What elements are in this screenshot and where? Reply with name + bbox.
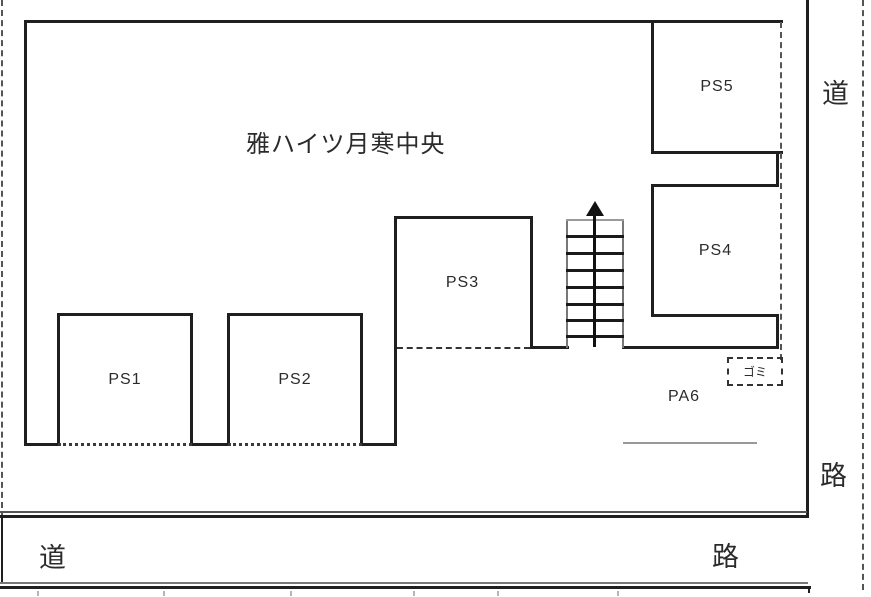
site-boundary-top bbox=[24, 20, 783, 23]
building-title: 雅ハイツ月寒中央 bbox=[246, 131, 446, 158]
ps3-top-wall bbox=[394, 216, 533, 219]
ps5-bottom-wall bbox=[651, 151, 783, 154]
ps4-bottom-wall bbox=[651, 314, 779, 317]
road-label-bottom-right: 路 bbox=[712, 542, 739, 572]
ps4-label: PS4 bbox=[698, 241, 733, 259]
ps3-right-wall bbox=[530, 216, 533, 349]
road-label-bottom-left: 道 bbox=[39, 543, 66, 573]
ps5-left-wall bbox=[651, 20, 654, 154]
site-boundary-left bbox=[24, 20, 27, 446]
ps4-left-wall bbox=[651, 184, 654, 317]
stair-rail-left bbox=[566, 219, 568, 348]
scan-tick bbox=[37, 591, 39, 596]
stair-rail-right bbox=[622, 219, 624, 348]
site-bottom-thick-line bbox=[0, 515, 809, 518]
notch-right-wall bbox=[776, 151, 779, 187]
road-bottom-thin-line bbox=[0, 582, 808, 584]
scan-tick bbox=[290, 591, 292, 596]
ps2-label: PS2 bbox=[278, 371, 312, 388]
stair-arrow-head-icon bbox=[586, 201, 604, 216]
road-label-right-bottom: 路 bbox=[820, 461, 847, 491]
ps1-label: PS1 bbox=[108, 371, 142, 388]
site-bottom-thin-line bbox=[0, 511, 807, 513]
stair-arrow-shaft bbox=[593, 214, 596, 347]
ps2-stall: PS2 bbox=[227, 313, 363, 444]
pa6-label: PA6 bbox=[668, 388, 701, 405]
ps3-label: PS3 bbox=[445, 273, 480, 291]
ps5-label: PS5 bbox=[700, 77, 734, 95]
garbage-label: ゴミ bbox=[742, 365, 767, 379]
scan-tick bbox=[413, 591, 415, 596]
south-boundary-dotted-2 bbox=[228, 443, 362, 446]
ps3-bottom-dashed bbox=[397, 347, 530, 349]
ps4-top-wall bbox=[651, 184, 779, 187]
scan-tick bbox=[163, 591, 165, 596]
south-boundary-solid-2 bbox=[192, 443, 228, 446]
road-right-edge bbox=[806, 0, 809, 518]
east-dashed-boundary bbox=[780, 22, 782, 360]
pa6-stall-line bbox=[623, 442, 757, 444]
walkway-line-west bbox=[531, 346, 569, 349]
south-boundary-dotted-1 bbox=[58, 443, 192, 446]
road-left-edge-line bbox=[1, 518, 3, 584]
walkway-line-east bbox=[622, 346, 779, 349]
road-bottom-end-hook bbox=[808, 586, 810, 593]
west-court-wall bbox=[394, 216, 397, 446]
scan-tick bbox=[497, 591, 499, 596]
page-right-margin-line bbox=[862, 0, 864, 590]
garbage-area: ゴミ bbox=[727, 357, 783, 386]
road-label-right-top: 道 bbox=[822, 79, 849, 109]
page-left-margin-line bbox=[1, 0, 3, 518]
road-bottom-thick-line bbox=[0, 586, 811, 589]
ps4-right-lower-wall bbox=[776, 314, 779, 349]
south-boundary-solid-1 bbox=[24, 443, 58, 446]
ps1-stall: PS1 bbox=[57, 313, 193, 444]
south-boundary-solid-3 bbox=[362, 443, 397, 446]
scan-tick bbox=[617, 591, 619, 596]
